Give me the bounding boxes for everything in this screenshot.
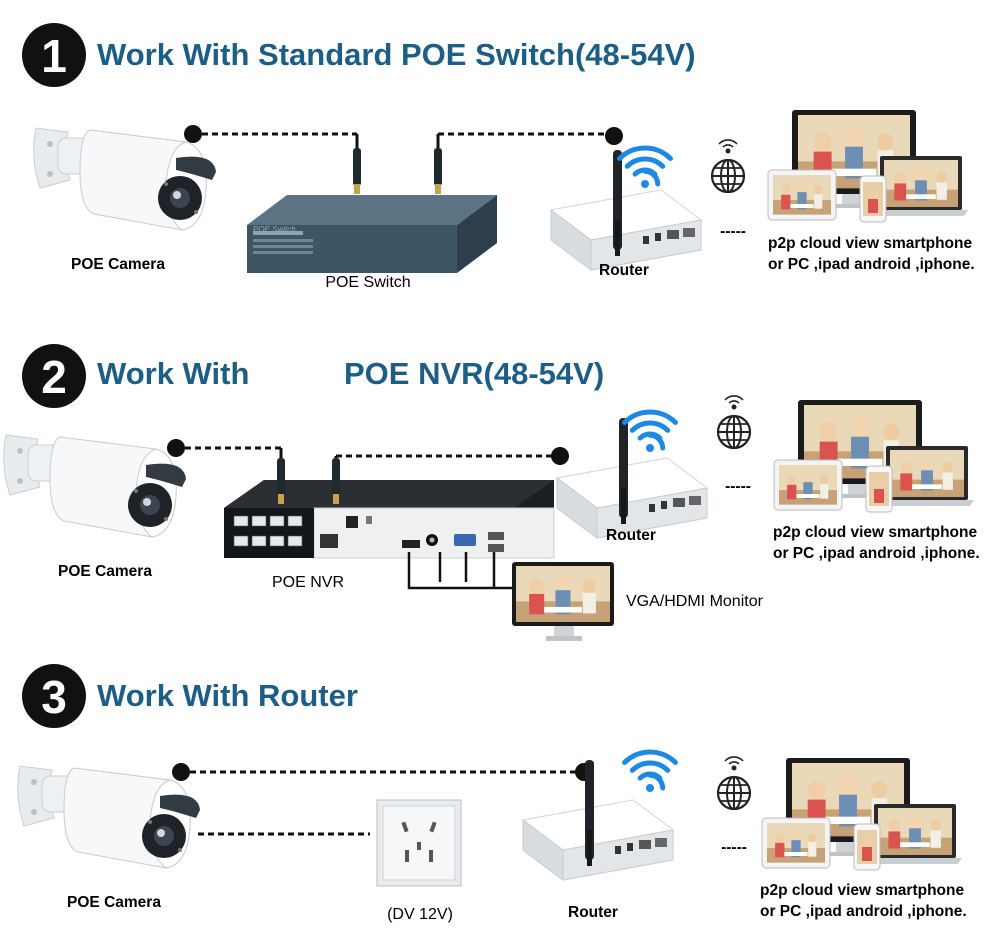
svg-text:1: 1 [41,30,67,82]
view-text-line1: p2p cloud view smartphone [760,882,964,899]
nvr-plug-left [277,458,285,504]
camera-icon [17,765,201,869]
camera-label: POE Camera [58,563,152,580]
section-2-heading-part2: POE NVR(48-54V) [344,356,604,391]
globe-icon [716,755,752,811]
adapter-label: (DV 12V) [387,906,453,923]
section-2-heading-part1: Work With [97,356,249,391]
wifi-icon [625,397,676,452]
view-text-line2: or PC ,ipad android ,iphone. [760,903,967,920]
wifi-icon [625,737,676,792]
wifi-icon [620,133,671,188]
devices-image [768,110,968,222]
router-label: Router [599,262,649,279]
section-1-heading: Work With Standard POE Switch(48-54V) [97,37,696,72]
svg-text:POE Switch: POE Switch [253,225,296,234]
view-text-line1: p2p cloud view smartphone [768,235,972,252]
camera-icon [3,434,187,538]
camera-icon [33,127,217,231]
cable-nvr-monitor [407,552,512,590]
router-label: Router [606,527,656,544]
cable-camera-switch [184,125,359,148]
switch-plug-left [353,148,361,194]
svg-text:2: 2 [41,351,67,403]
cable-switch-router [436,127,623,148]
switch-label: POE Switch [325,274,410,291]
camera-label: POE Camera [71,256,165,273]
globe-icon [710,138,746,194]
section-1: 1 Work With Standard POE Switch(48-54V) … [22,23,975,291]
step-2-badge: 2 [22,344,86,408]
monitor-icon [512,562,614,641]
devices-image [774,400,974,512]
step-3-badge: 3 [22,664,86,728]
nvr-plug-right [332,458,340,504]
devices-image [762,758,962,870]
section-2: 2 Work With POE NVR(48-54V) POE Camera P… [3,344,980,641]
switch-icon: POE Switch [247,195,497,273]
svg-text:3: 3 [41,671,67,723]
dashes: ----- [720,223,746,240]
nvr-icon [223,479,555,559]
cable-camera-router [172,763,593,781]
view-text-line1: p2p cloud view smartphone [773,524,977,541]
step-1-badge: 1 [22,23,86,87]
dashes: ----- [721,839,747,856]
view-text-line2: or PC ,ipad android ,iphone. [768,256,975,273]
router-label: Router [568,904,618,921]
dashes: ----- [725,478,751,495]
monitor-label: VGA/HDMI Monitor [626,593,764,610]
router-icon [556,417,708,539]
cable-camera-nvr [167,439,283,460]
globe-icon [716,394,752,450]
cable-nvr-router [334,447,569,465]
section-3: 3 Work With Router POE Camera (DV 12V) R… [17,664,967,923]
view-text-line2: or PC ,ipad android ,iphone. [773,545,980,562]
camera-label: POE Camera [67,894,161,911]
router-icon [522,759,674,881]
nvr-label: POE NVR [272,574,344,591]
switch-plug-right [434,148,442,194]
section-3-heading: Work With Router [97,678,358,713]
power-socket-icon [376,799,462,887]
